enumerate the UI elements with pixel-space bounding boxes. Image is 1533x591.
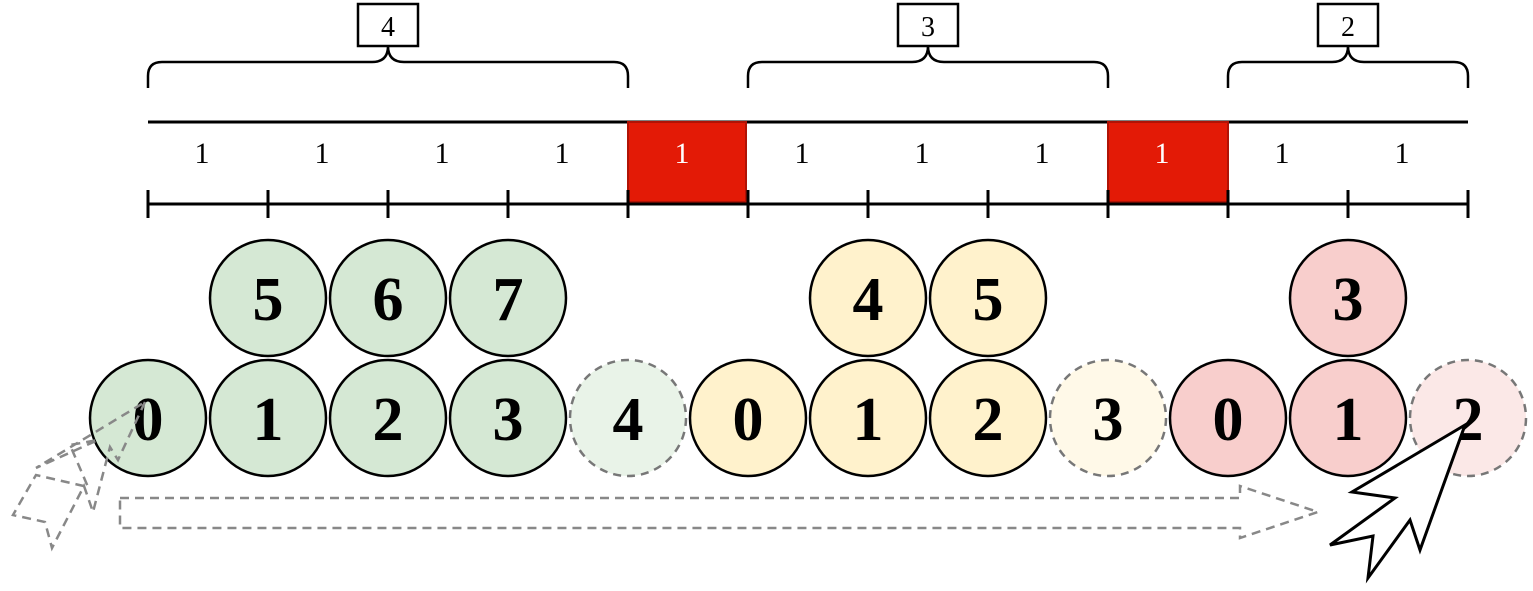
group-3-bottom-circle-0: 0	[688, 358, 808, 478]
group-4-ghost-circle-4-number: 4	[613, 386, 644, 454]
highlight-block-2	[1107, 121, 1229, 203]
segment-labels: 1 1 1 1 1 1 1 1 1 1 1	[195, 137, 1410, 170]
group-2-bottom-circle-1-number: 1	[1333, 386, 1364, 454]
group-4-top-circle-7-number: 7	[493, 266, 524, 334]
segment-label-1: 1	[195, 137, 210, 170]
segment-label-5: 1	[675, 137, 690, 170]
segment-label-6: 1	[795, 137, 810, 170]
group-2-bottom-circle-0-number: 0	[1213, 386, 1244, 454]
group-3-bottom-circle-2: 2	[928, 358, 1048, 478]
svg-text:2: 2	[1341, 12, 1355, 43]
mouse-pointer-icon	[1329, 421, 1468, 584]
group-4-top-circle-7: 7	[448, 238, 568, 358]
group-4-bottom-circle-1: 1	[208, 358, 328, 478]
highlight-block-1	[627, 121, 747, 203]
group-brace-4	[146, 45, 630, 88]
group-4-top-circle-5-number: 5	[253, 266, 284, 334]
group-label-3: 3	[896, 2, 960, 48]
group-3-top-circle-5-number: 5	[973, 266, 1004, 334]
segment-label-10: 1	[1275, 137, 1290, 170]
segment-label-11: 1	[1395, 137, 1410, 170]
group-brace-2	[1226, 45, 1470, 88]
group-4-bottom-circle-3: 3	[448, 358, 568, 478]
dashed-mouse-pointer-icon	[11, 398, 148, 552]
svg-text:4: 4	[381, 12, 395, 43]
group-3-bottom-circle-2-number: 2	[973, 386, 1004, 454]
group-3-top-circle-4: 4	[808, 238, 928, 358]
group-3-top-circle-4-number: 4	[853, 266, 884, 334]
group-2-bottom-circle-0: 0	[1168, 358, 1288, 478]
svg-text:3: 3	[921, 12, 935, 43]
group-4-bottom-circle-3-number: 3	[493, 386, 524, 454]
segment-label-3: 1	[435, 137, 450, 170]
group-3-ghost-circle-3: 3	[1048, 358, 1168, 478]
group-brace-3	[746, 45, 1110, 88]
group-4-bottom-circle-2-number: 2	[373, 386, 404, 454]
group-3-ghost-circle-3-number: 3	[1093, 386, 1124, 454]
group-2-bottom-circle-1: 1	[1288, 358, 1408, 478]
group-3-bottom-circle-0-number: 0	[733, 386, 764, 454]
group-3-top-circle-5: 5	[928, 238, 1048, 358]
segment-label-7: 1	[915, 137, 930, 170]
segment-label-2: 1	[315, 137, 330, 170]
group-4-top-circle-6-number: 6	[373, 266, 404, 334]
group-4-top-circle-5: 5	[208, 238, 328, 358]
group-2-top-circle-3-number: 3	[1333, 266, 1364, 334]
group-label-4: 4	[356, 2, 420, 48]
segment-ticks	[146, 190, 1470, 218]
group-3-bottom-circle-1: 1	[808, 358, 928, 478]
group-2-top-circle-3: 3	[1288, 238, 1408, 358]
segment-label-4: 1	[555, 137, 570, 170]
group-label-2: 2	[1316, 2, 1380, 48]
dashed-right-arrow-icon	[118, 484, 1322, 540]
group-4-ghost-circle-4: 4	[568, 358, 688, 478]
group-4-bottom-circle-1-number: 1	[253, 386, 284, 454]
group-3-bottom-circle-1-number: 1	[853, 386, 884, 454]
segment-label-9: 1	[1155, 137, 1170, 170]
group-4-top-circle-6: 6	[328, 238, 448, 358]
group-4-bottom-circle-2: 2	[328, 358, 448, 478]
segment-label-8: 1	[1035, 137, 1050, 170]
